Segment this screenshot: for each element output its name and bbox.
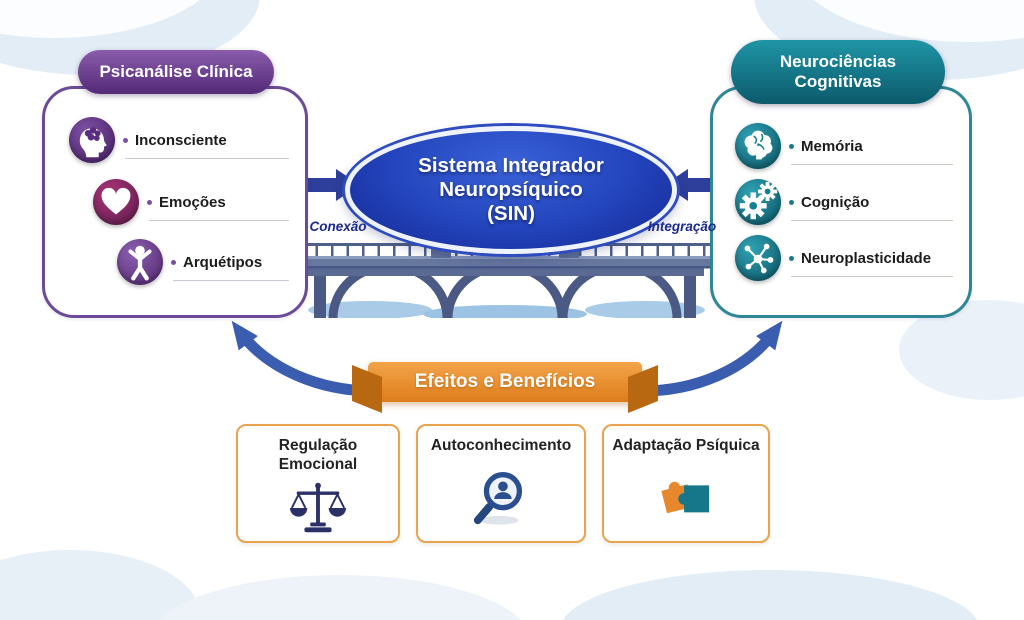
- bullet-dot: [123, 137, 128, 143]
- connection-label: Conexão: [309, 219, 367, 234]
- sin-central-node: Sistema Integrador Neuropsíquico (SIN): [345, 126, 677, 254]
- list-item: Inconsciente: [69, 117, 289, 163]
- head-brain-icon: [69, 117, 115, 163]
- sin-title-line2: Neuropsíquico: [439, 177, 583, 201]
- item-label: Arquétipos: [183, 253, 263, 271]
- list-item: Arquétipos: [117, 239, 289, 285]
- benefit-card-self-knowledge: Autoconhecimento: [416, 424, 586, 543]
- list-item: Memória: [735, 123, 953, 169]
- benefit-title: Autoconhecimento: [430, 437, 572, 454]
- integration-label: Integração: [647, 219, 717, 234]
- left-panel-title: Psicanálise Clínica: [78, 50, 274, 94]
- background-blob: [560, 570, 980, 620]
- benefit-title: Adaptação Psíquica: [612, 437, 760, 454]
- benefit-card-emotional-regulation: Regulação Emocional: [236, 424, 400, 543]
- neuroscience-panel: Memória: [710, 86, 972, 318]
- effects-banner: Efeitos e Benefícios: [368, 362, 642, 402]
- bullet-dot: [171, 259, 176, 265]
- benefit-card-psychic-adaptation: Adaptação Psíquica: [602, 424, 770, 543]
- heart-icon: [93, 179, 139, 225]
- effects-banner-label: Efeitos e Benefícios: [414, 371, 596, 392]
- puzzle-icon: [655, 459, 717, 535]
- scales-icon: [287, 479, 349, 535]
- item-label: Cognição: [801, 193, 870, 211]
- bullet-dot: [789, 255, 794, 261]
- item-label: Memória: [801, 137, 863, 155]
- magnifier-person-icon: [470, 459, 532, 535]
- neuron-icon: [735, 235, 781, 281]
- benefit-title: Regulação Emocional: [278, 437, 358, 474]
- sin-title-line3: (SIN): [487, 202, 535, 226]
- figure-icon: [117, 239, 163, 285]
- brain-icon: [735, 123, 781, 169]
- list-item: Neuroplasticidade: [735, 235, 953, 281]
- gears-icon: [735, 179, 781, 225]
- item-label: Neuroplasticidade: [801, 249, 932, 267]
- list-item: Emoções: [93, 179, 289, 225]
- right-panel-title: Neurociências Cognitivas: [731, 40, 945, 104]
- list-item: Cognição: [735, 179, 953, 225]
- item-label: Emoções: [159, 193, 226, 211]
- item-label: Inconsciente: [135, 131, 227, 149]
- bullet-dot: [789, 143, 794, 149]
- bullet-dot: [147, 199, 152, 205]
- sin-title-line1: Sistema Integrador: [418, 153, 604, 177]
- background-blob: [150, 575, 530, 620]
- bullet-dot: [789, 199, 794, 205]
- psychoanalysis-panel: Inconsciente Emoções: [42, 86, 308, 318]
